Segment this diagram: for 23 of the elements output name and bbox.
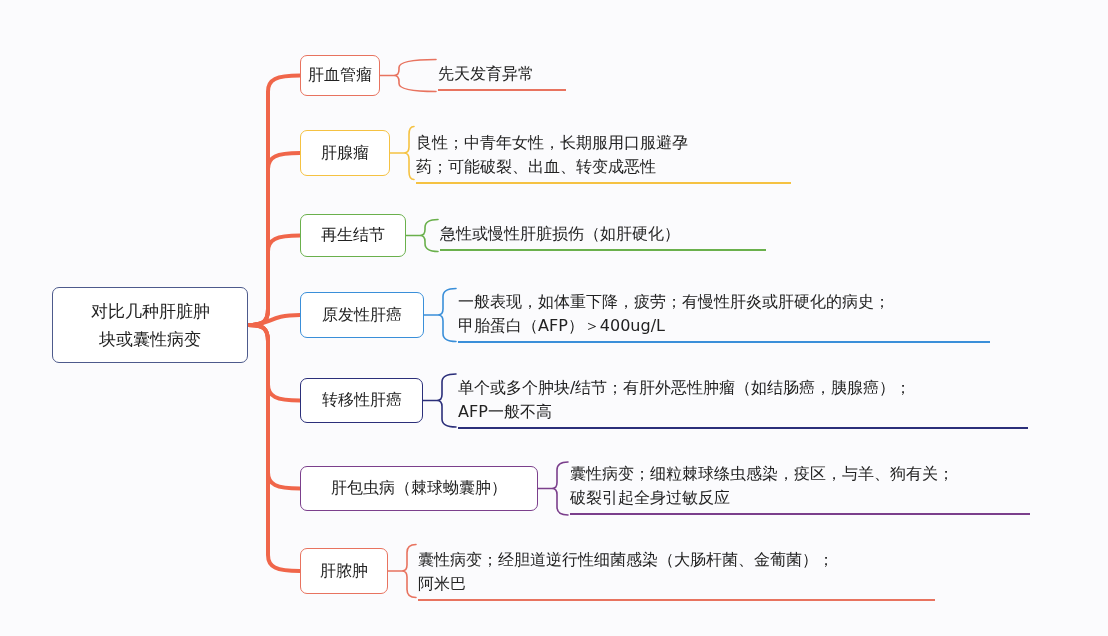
category-box: 再生结节 xyxy=(300,214,406,257)
brace-connector xyxy=(387,543,417,599)
brace-connector xyxy=(423,287,457,343)
topic-box: 对比几种肝脏肿块或囊性病变 xyxy=(52,287,248,363)
category-box: 肝脓肿 xyxy=(300,548,388,594)
category-box: 转移性肝癌 xyxy=(300,378,423,423)
category-box: 肝包虫病（棘球蚴囊肿） xyxy=(300,466,538,511)
brace-connector xyxy=(389,125,415,181)
underlined-note: 单个或多个肿块/结节；有肝外恶性肿瘤（如结肠癌，胰腺癌）；AFP一般不高 xyxy=(458,376,1028,429)
brace-connector xyxy=(422,373,457,428)
brace-connector xyxy=(379,58,437,93)
category-box: 肝腺瘤 xyxy=(300,130,390,176)
underlined-note: 急性或慢性肝脏损伤（如肝硬化） xyxy=(440,222,766,251)
underlined-note: 一般表现，如体重下降，疲劳；有慢性肝炎或肝硬化的病史；甲胎蛋白（AFP）＞400ug/L xyxy=(458,290,990,343)
category-box: 肝血管瘤 xyxy=(300,55,380,96)
underlined-note: 囊性病变；经胆道逆行性细菌感染（大肠杆菌、金葡菌）；阿米巴 xyxy=(418,548,935,601)
underlined-note: 囊性病变；细粒棘球绦虫感染，疫区，与羊、狗有关；破裂引起全身过敏反应 xyxy=(570,462,1030,515)
underlined-note: 良性；中青年女性，长期服用口服避孕药；可能破裂、出血、转变成恶性 xyxy=(416,131,791,184)
brace-connector xyxy=(246,323,302,573)
category-box: 原发性肝癌 xyxy=(300,292,424,338)
brace-connector xyxy=(537,461,569,516)
brace-connector xyxy=(405,218,439,253)
underlined-note: 先天发育异常 xyxy=(438,62,566,91)
